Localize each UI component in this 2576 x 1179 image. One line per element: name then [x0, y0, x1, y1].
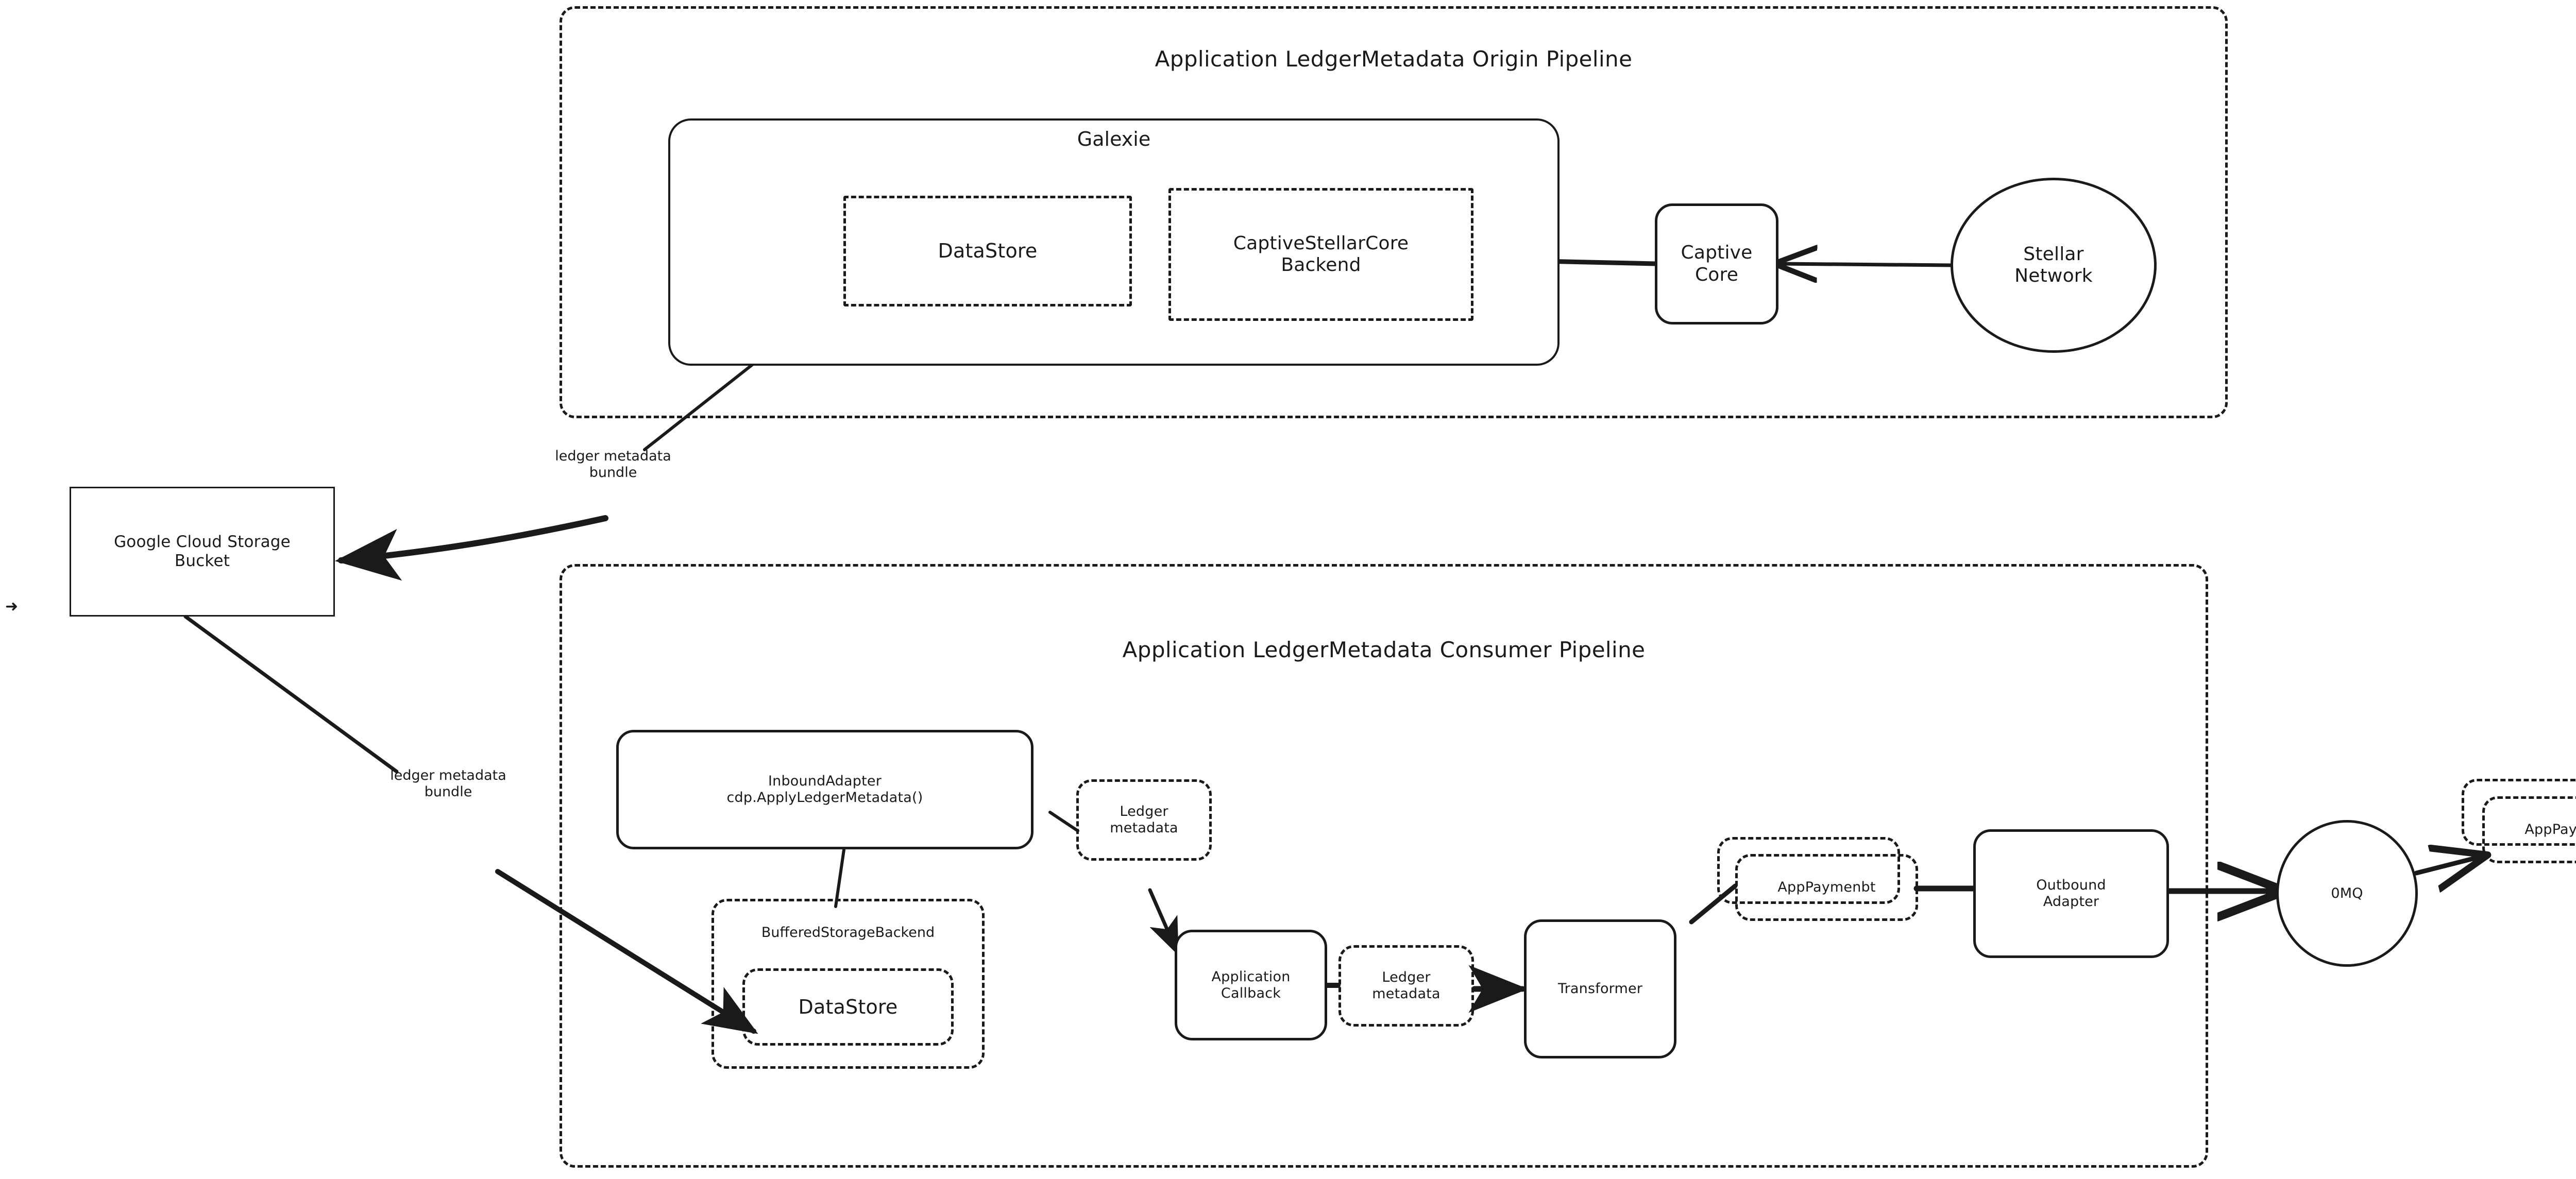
edge-gcs-to-bundle-label-lower [183, 614, 399, 774]
origin-pipeline-container [560, 6, 2228, 418]
outbound-adapter-node[interactable]: Outbound Adapter [1973, 829, 2169, 958]
captive-core-node[interactable]: Captive Core [1655, 203, 1778, 324]
buffered-datastore-node[interactable]: DataStore [742, 968, 954, 1046]
origin-datastore-node[interactable]: DataStore [843, 196, 1132, 306]
stellar-network-node[interactable]: Stellar Network [1951, 178, 2157, 353]
stray-arrow-icon: ➜ [5, 597, 19, 616]
origin-pipeline-title: Application LedgerMetadata Origin Pipeli… [1155, 46, 1633, 72]
galexie-title: Galexie [1077, 128, 1151, 150]
captive-stellar-core-backend-node[interactable]: CaptiveStellarCore Backend [1168, 188, 1473, 321]
transformer-node[interactable]: Transformer [1524, 919, 1676, 1058]
google-cloud-storage-bucket-node[interactable]: Google Cloud Storage Bucket [70, 487, 335, 617]
ledger-metadata-bundle-label-top: ledger metadata bundle [555, 448, 671, 481]
buffered-storage-backend-node[interactable] [711, 899, 985, 1069]
consumer-pipeline-title: Application LedgerMetadata Consumer Pipe… [1122, 637, 1646, 662]
app-payment-inner-back-card [1717, 837, 1900, 904]
app-payment-out-node[interactable]: AppPaymenbt [2482, 796, 2576, 863]
consumer-pipeline-container [560, 564, 2208, 1168]
buffered-storage-backend-label: BufferedStorageBackend [761, 925, 935, 941]
app-payment-out-back-card [2462, 779, 2576, 846]
ledger-metadata-node-1[interactable]: Ledger metadata [1076, 779, 1212, 861]
application-callback-node[interactable]: Application Callback [1175, 930, 1327, 1040]
ledger-metadata-bundle-label-bottom: ledger metadata bundle [390, 767, 506, 800]
zeromq-node[interactable]: 0MQ [2276, 820, 2418, 967]
edge-bundle-to-gcs-bucket [335, 515, 608, 581]
galexie-group [668, 118, 1560, 366]
edge-zeromq-to-apppayment-out [2414, 856, 2483, 873]
ledger-metadata-node-2[interactable]: Ledger metadata [1338, 945, 1474, 1027]
inbound-adapter-node[interactable]: InboundAdapter cdp.ApplyLedgerMetadata() [616, 730, 1033, 849]
app-payment-inner-node[interactable]: AppPaymenbt [1735, 854, 1918, 921]
